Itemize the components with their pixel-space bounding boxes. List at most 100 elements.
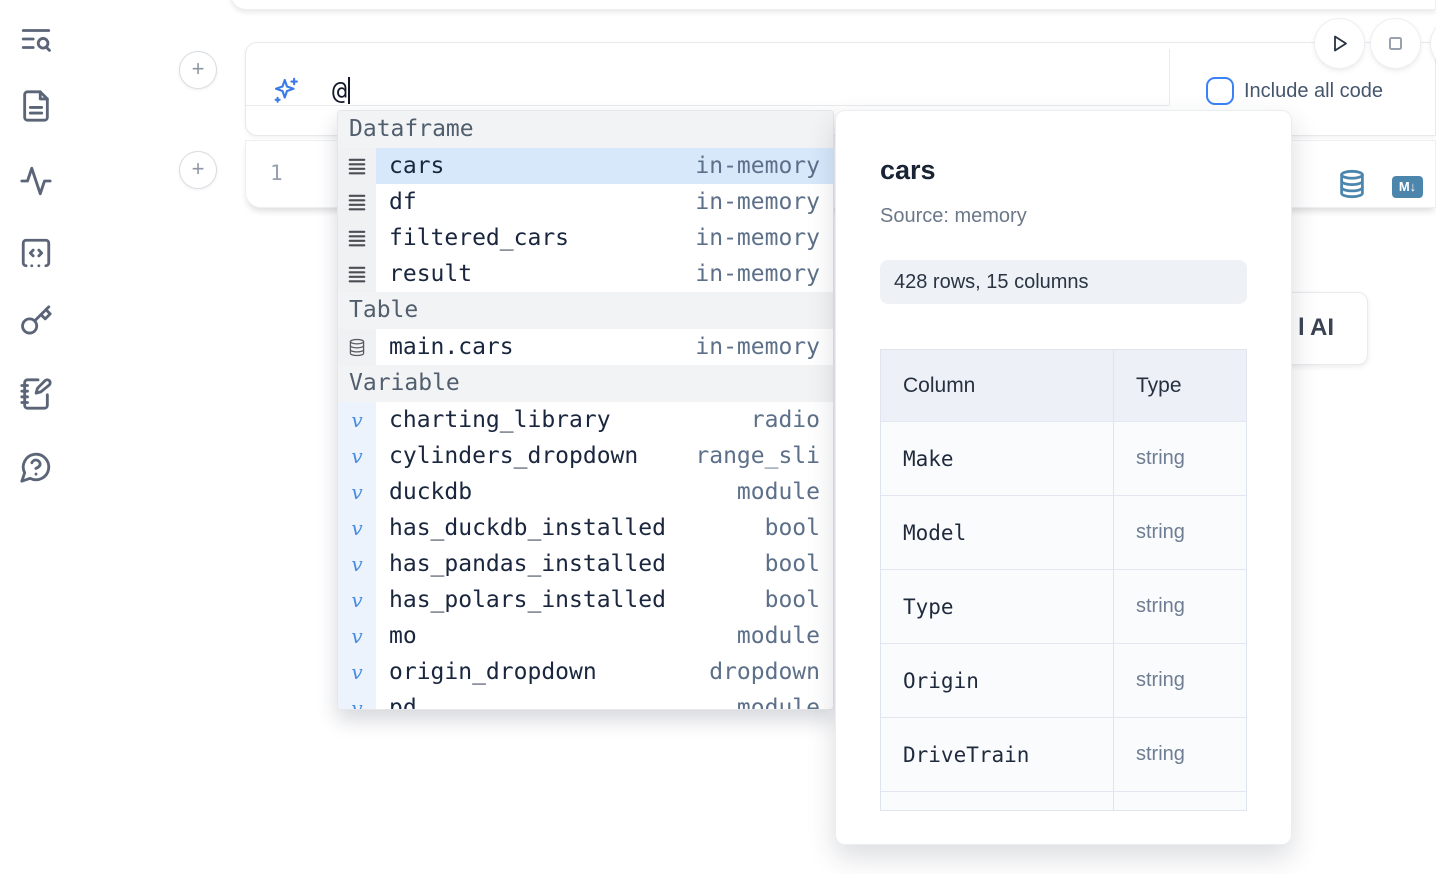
sidebar-search-list-icon[interactable] — [19, 22, 53, 56]
item-meta: range_sli — [695, 443, 820, 469]
sidebar-notebook-edit-icon[interactable] — [19, 377, 53, 411]
preview-source: Source: memory — [880, 205, 1027, 227]
item-meta: module — [736, 479, 820, 505]
item-name: pd — [389, 695, 417, 710]
sidebar-key-icon[interactable] — [19, 304, 53, 338]
sidebar-document-icon[interactable] — [19, 89, 53, 123]
table-row: Model string — [881, 495, 1246, 569]
sidebar-help-icon[interactable] — [19, 450, 53, 484]
item-name: mo — [389, 623, 417, 649]
schema-header-column: Column — [881, 350, 1114, 421]
markdown-icon[interactable]: M↓ — [1392, 176, 1423, 198]
column-type: string — [1136, 595, 1185, 617]
dataframe-icon — [338, 184, 376, 220]
autocomplete-item-df[interactable]: df in-memory — [338, 184, 833, 220]
ai-button-clipped-text: l — [1298, 314, 1305, 341]
autocomplete-item-mo[interactable]: v mo module — [338, 618, 833, 654]
divider — [246, 105, 1169, 106]
sidebar-code-cell-icon[interactable] — [19, 236, 53, 270]
item-name: origin_dropdown — [389, 659, 597, 685]
stop-kernel-button[interactable] — [1371, 19, 1420, 68]
line-number: 1 — [270, 161, 283, 185]
stop-icon — [1389, 37, 1402, 50]
dataframe-icon — [338, 220, 376, 256]
autocomplete-item-has-pandas-installed[interactable]: v has_pandas_installed bool — [338, 546, 833, 582]
autocomplete-item-result[interactable]: result in-memory — [338, 256, 833, 292]
add-cell-button-bottom[interactable]: + — [179, 151, 217, 189]
section-header-variable: Variable — [338, 365, 833, 402]
dataframe-preview-panel: cars Source: memory 428 rows, 15 columns… — [835, 110, 1292, 845]
column-name: Origin — [903, 668, 979, 693]
item-meta: in-memory — [695, 334, 820, 360]
run-cell-button[interactable] — [1315, 19, 1364, 68]
plus-icon: + — [191, 156, 205, 181]
item-meta: bool — [764, 551, 820, 577]
column-name: Model — [903, 520, 967, 545]
ai-prompt-input[interactable]: @ — [332, 74, 351, 108]
item-meta: dropdown — [709, 659, 820, 685]
item-name: cylinders_dropdown — [389, 443, 639, 469]
ai-button-label: AI — [1310, 314, 1334, 341]
column-name: DriveTrain — [903, 742, 1030, 767]
text-caret — [348, 77, 351, 104]
column-type: string — [1136, 521, 1185, 543]
autocomplete-item-filtered-cars[interactable]: filtered_cars in-memory — [338, 220, 833, 256]
database-icon[interactable] — [1338, 169, 1366, 199]
item-name: df — [389, 189, 417, 215]
shape-badge: 428 rows, 15 columns — [880, 260, 1247, 304]
autocomplete-item-main-cars[interactable]: main.cars in-memory — [338, 329, 833, 365]
plus-icon: + — [191, 56, 205, 81]
variable-icon: v — [338, 654, 376, 690]
section-header-dataframe: Dataframe — [338, 111, 833, 148]
item-name: duckdb — [389, 479, 473, 505]
item-name: filtered_cars — [389, 225, 570, 251]
play-icon — [1334, 35, 1347, 52]
item-name: charting_library — [389, 407, 611, 433]
item-name: has_pandas_installed — [389, 551, 666, 577]
item-name: result — [389, 261, 473, 287]
column-type: string — [1136, 447, 1185, 469]
item-name: cars — [389, 153, 445, 179]
item-name: has_duckdb_installed — [389, 515, 666, 541]
add-cell-button-top[interactable]: + — [179, 51, 217, 89]
item-meta: in-memory — [695, 225, 820, 251]
item-meta: in-memory — [695, 189, 820, 215]
column-name: Make — [903, 446, 954, 471]
item-meta: module — [736, 623, 820, 649]
table-database-icon — [338, 329, 376, 365]
autocomplete-item-origin-dropdown[interactable]: v origin_dropdown dropdown — [338, 654, 833, 690]
column-type: string — [1136, 743, 1185, 765]
variable-icon: v — [338, 546, 376, 582]
item-name: has_polars_installed — [389, 587, 666, 613]
item-meta: in-memory — [695, 261, 820, 287]
item-meta: module — [736, 695, 820, 710]
sidebar-activity-icon[interactable] — [19, 164, 53, 198]
divider — [1169, 49, 1170, 105]
dataframe-icon — [338, 148, 376, 184]
autocomplete-item-duckdb[interactable]: v duckdb module — [338, 474, 833, 510]
variable-icon: v — [338, 474, 376, 510]
variable-icon: v — [338, 402, 376, 438]
include-all-code-checkbox[interactable] — [1206, 77, 1234, 105]
item-meta: bool — [764, 587, 820, 613]
schema-header-row: Column Type — [881, 350, 1246, 421]
variable-icon: v — [338, 618, 376, 654]
column-name: Type — [903, 594, 954, 619]
previous-cell-edge — [230, 0, 1436, 10]
table-row: Origin string — [881, 643, 1246, 717]
preview-title: cars — [880, 155, 936, 185]
item-name: main.cars — [389, 334, 514, 360]
dataframe-icon — [338, 256, 376, 292]
section-header-table: Table — [338, 292, 833, 329]
extra-cell-button[interactable] — [1431, 19, 1436, 68]
column-type: string — [1136, 669, 1185, 691]
schema-header-type: Type — [1136, 373, 1182, 397]
table-row-clipped — [881, 791, 1246, 810]
